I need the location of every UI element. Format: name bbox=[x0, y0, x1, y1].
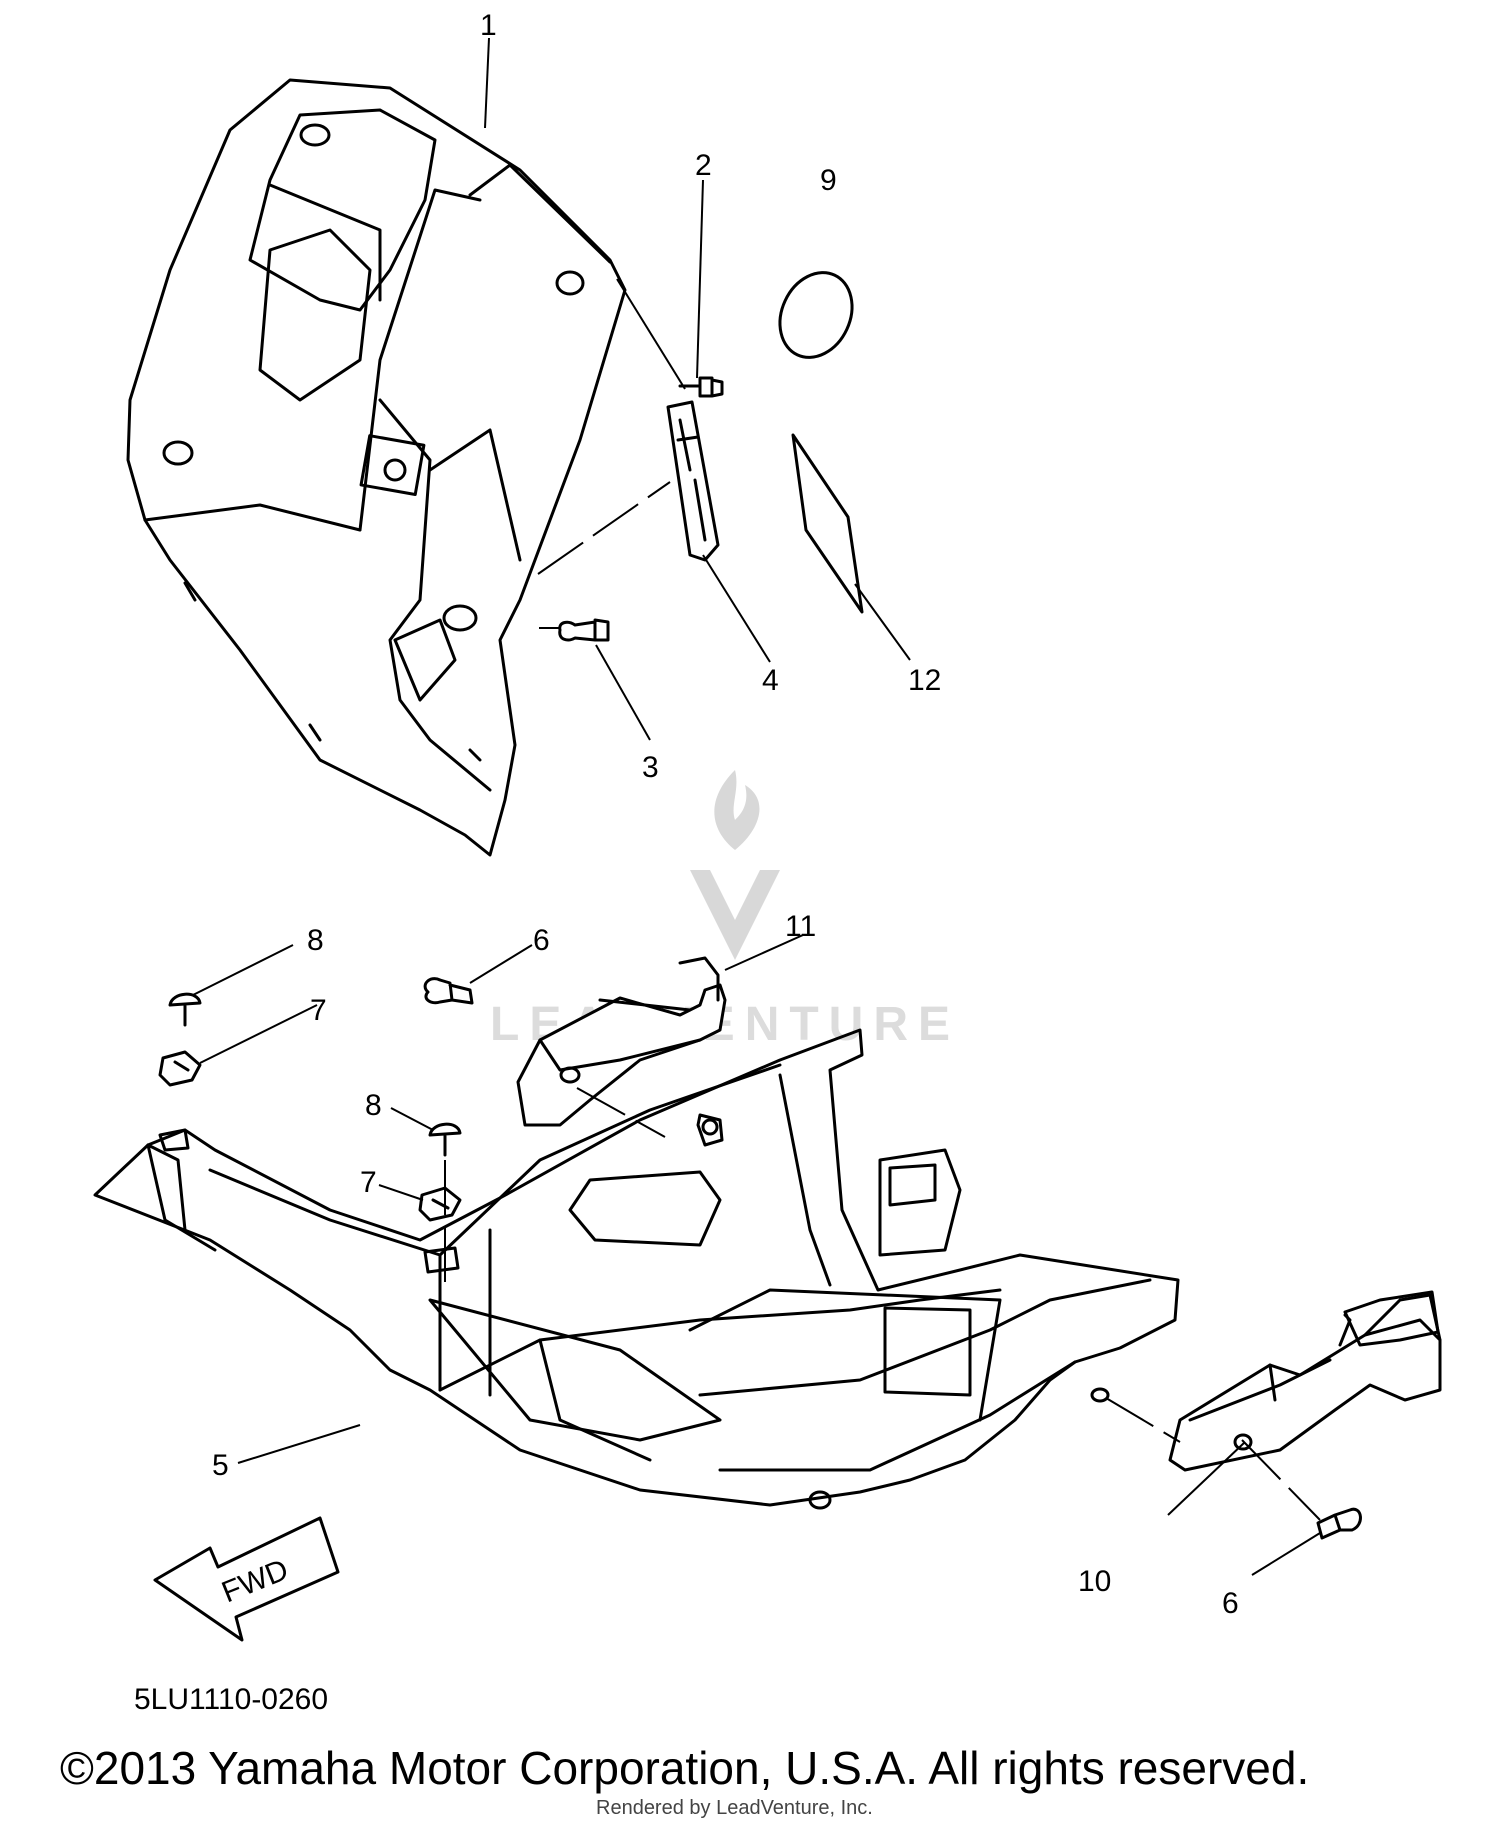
part-9-cap bbox=[778, 271, 854, 359]
leader-lines bbox=[192, 37, 1321, 1576]
callout-6b: 6 bbox=[1222, 1587, 1239, 1620]
part-7-nut-upper bbox=[158, 1050, 202, 1087]
callout-3: 3 bbox=[642, 751, 659, 784]
callout-8a: 8 bbox=[307, 924, 324, 957]
callout-8b: 8 bbox=[365, 1089, 382, 1122]
part-6-screw-upper bbox=[423, 977, 474, 1005]
callout-11: 11 bbox=[785, 910, 816, 943]
part-8-clip-center bbox=[428, 1122, 462, 1157]
callout-6a: 6 bbox=[533, 924, 550, 957]
part-10-side-cover bbox=[1168, 1290, 1442, 1472]
part-12-label bbox=[791, 433, 864, 614]
part-8-clip-upper bbox=[168, 992, 202, 1027]
part-1-leg-shield bbox=[126, 78, 627, 857]
callout-1: 1 bbox=[480, 9, 497, 42]
callout-numbers: 1 2 9 4 12 3 11 8 6 7 8 7 5 10 6 bbox=[212, 9, 1239, 1620]
fwd-arrow: FWD bbox=[153, 1516, 340, 1642]
part-3-screw bbox=[558, 618, 610, 642]
callout-7b: 7 bbox=[360, 1166, 377, 1199]
callout-2: 2 bbox=[695, 149, 712, 182]
copyright-notice: ©2013 Yamaha Motor Corporation, U.S.A. A… bbox=[60, 1742, 1310, 1794]
callout-4: 4 bbox=[762, 664, 779, 697]
callout-12: 12 bbox=[908, 664, 941, 697]
callout-9: 9 bbox=[820, 164, 837, 197]
part-2-screw bbox=[678, 376, 724, 398]
callout-5: 5 bbox=[212, 1449, 229, 1482]
callout-10: 10 bbox=[1078, 1565, 1111, 1598]
part-4-bracket bbox=[666, 400, 720, 562]
diagram-code: 5LU1110-0260 bbox=[134, 1683, 329, 1716]
callout-7a: 7 bbox=[310, 994, 327, 1027]
part-5-footboard bbox=[93, 1028, 1180, 1510]
part-7-nut-center bbox=[418, 1186, 462, 1222]
assembly-lines bbox=[444, 481, 1321, 1521]
part-6-screw-lower bbox=[1316, 1507, 1362, 1540]
part-11-bracket bbox=[516, 956, 727, 1127]
rendered-by-notice: Rendered by LeadVenture, Inc. bbox=[596, 1797, 873, 1819]
